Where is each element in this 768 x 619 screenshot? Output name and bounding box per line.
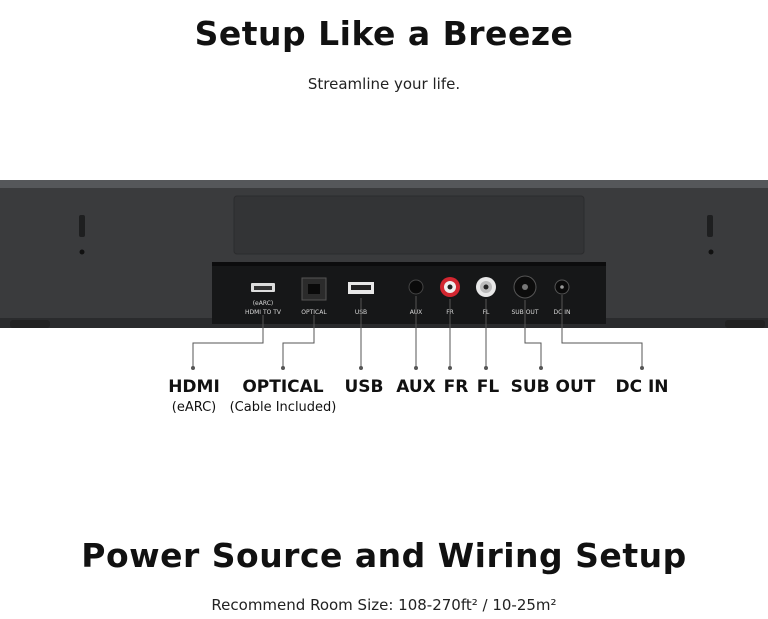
usb-label: USB — [344, 377, 383, 397]
optical-port: OPTICAL — [301, 277, 327, 316]
leader-dots — [191, 366, 644, 370]
hdmi-port: (eARC) HDMI TO TV — [245, 283, 282, 316]
hdmi-panel-top-label: (eARC) — [253, 300, 274, 307]
aux-label: AUX — [396, 377, 436, 397]
leader-lines — [192, 295, 643, 368]
fl-label: FL — [477, 377, 500, 397]
optical-label: OPTICAL — [242, 377, 323, 397]
sub-out-label: SUB OUT — [511, 377, 596, 397]
hdmi-sublabel: (eARC) — [172, 400, 217, 415]
setup-title: Setup Like a Breeze — [194, 14, 574, 53]
connector-panel: (eARC) HDMI TO TV OPTICAL USB AUX FR — [212, 262, 606, 324]
fr-label: FR — [444, 377, 469, 397]
setup-subtitle: Streamline your life. — [307, 75, 461, 93]
power-wiring-title: Power Source and Wiring Setup — [81, 536, 687, 575]
port-labels: HDMI (eARC) OPTICAL (Cable Included) USB… — [168, 377, 668, 415]
hdmi-panel-bottom-label: HDMI TO TV — [245, 309, 282, 316]
room-size-text: Recommend Room Size: 108-270ft² / 10-25m… — [211, 596, 557, 614]
soundbar-rear-diagram: (eARC) HDMI TO TV OPTICAL USB AUX FR — [0, 180, 768, 415]
optical-sublabel: (Cable Included) — [230, 400, 337, 415]
optical-panel-label: OPTICAL — [301, 309, 327, 316]
dc-in-label: DC IN — [615, 377, 668, 397]
hdmi-label: HDMI — [168, 377, 220, 397]
